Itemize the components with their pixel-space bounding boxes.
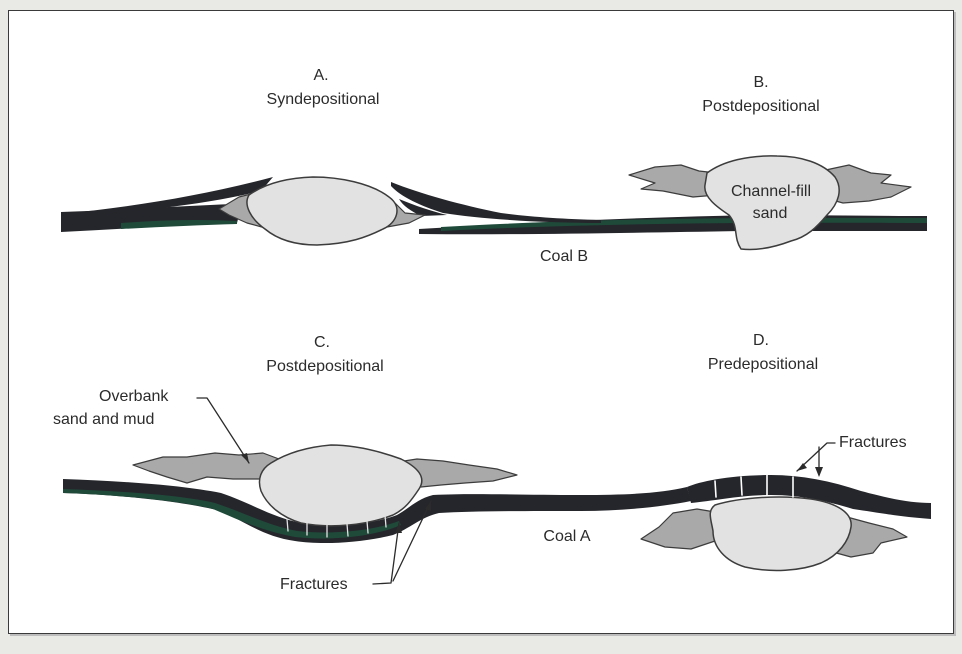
channel-a-sand <box>247 177 397 245</box>
channel-c-sand <box>259 445 421 526</box>
fractures-d-arrowhead-1 <box>797 463 807 471</box>
panel-b-letter: B. <box>753 73 768 92</box>
panel-d-title: Predepositional <box>708 355 818 374</box>
panel-b-title: Postdepositional <box>702 97 819 116</box>
channel-fill-label: Channel-fill <box>731 182 811 201</box>
channel-fill-label-2: sand <box>753 204 788 223</box>
panel-a-letter: A. <box>313 66 328 85</box>
panel-d-letter: D. <box>753 331 769 350</box>
channel-b <box>629 156 911 250</box>
channel-d-sand <box>710 497 851 570</box>
panel-c-letter: C. <box>314 333 330 352</box>
fractures-d-arrowhead-2 <box>815 467 823 477</box>
fractures-c-label: Fractures <box>280 575 348 594</box>
fractures-d-label: Fractures <box>839 433 907 452</box>
panel-c-title: Postdepositional <box>266 357 383 376</box>
coal-a-label: Coal A <box>543 527 590 546</box>
coal-b-label: Coal B <box>540 247 588 266</box>
overbank-label: Overbank <box>99 387 168 406</box>
channel-b-sand <box>705 156 839 250</box>
overbank-label-2: sand and mud <box>53 410 154 429</box>
figure-frame: A. Syndepositional B. Postdepositional C… <box>8 10 954 634</box>
panel-a-title: Syndepositional <box>267 90 380 109</box>
